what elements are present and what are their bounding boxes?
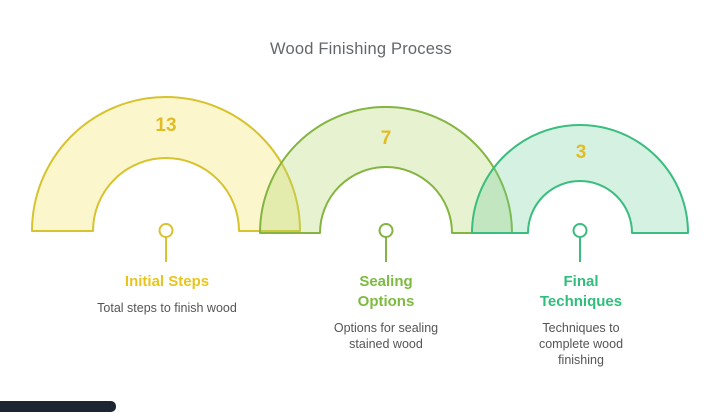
arch-shape-initial-steps [31, 96, 301, 232]
arch-group-initial-steps [31, 96, 301, 232]
arch-shape-final-techniques [471, 124, 689, 234]
arch-shape-sealing-options [259, 106, 513, 234]
pin-final-techniques [572, 223, 588, 262]
step-block-final-techniques: Final Techniques Techniques to complete … [471, 272, 691, 368]
step-value-final-techniques: 3 [576, 142, 587, 163]
step-value-sealing-options: 7 [381, 128, 392, 149]
step-title: Final Techniques [539, 273, 623, 310]
step-description: Total steps to finish wood [97, 301, 237, 315]
pin-initial-steps [158, 223, 174, 262]
step-title: Sealing Options [357, 273, 415, 310]
video-progress-bar[interactable] [0, 401, 116, 412]
step-block-sealing-options: Sealing Options Options for sealing stai… [276, 272, 496, 352]
pin-circle-icon [572, 223, 588, 238]
step-value-initial-steps: 13 [155, 115, 176, 136]
arch-group-sealing-options [259, 106, 513, 234]
step-description: Options for sealing stained wood [333, 321, 439, 351]
step-description: Techniques to complete wood finishing [538, 321, 624, 367]
pin-circle-icon [158, 223, 174, 238]
step-block-initial-steps: Initial Steps Total steps to finish wood [57, 272, 277, 316]
step-title: Initial Steps [124, 273, 210, 290]
page-title: Wood Finishing Process [269, 40, 452, 58]
pin-circle-icon [378, 223, 394, 238]
pin-sealing-options [378, 223, 394, 262]
arch-group-final-techniques [471, 124, 689, 234]
